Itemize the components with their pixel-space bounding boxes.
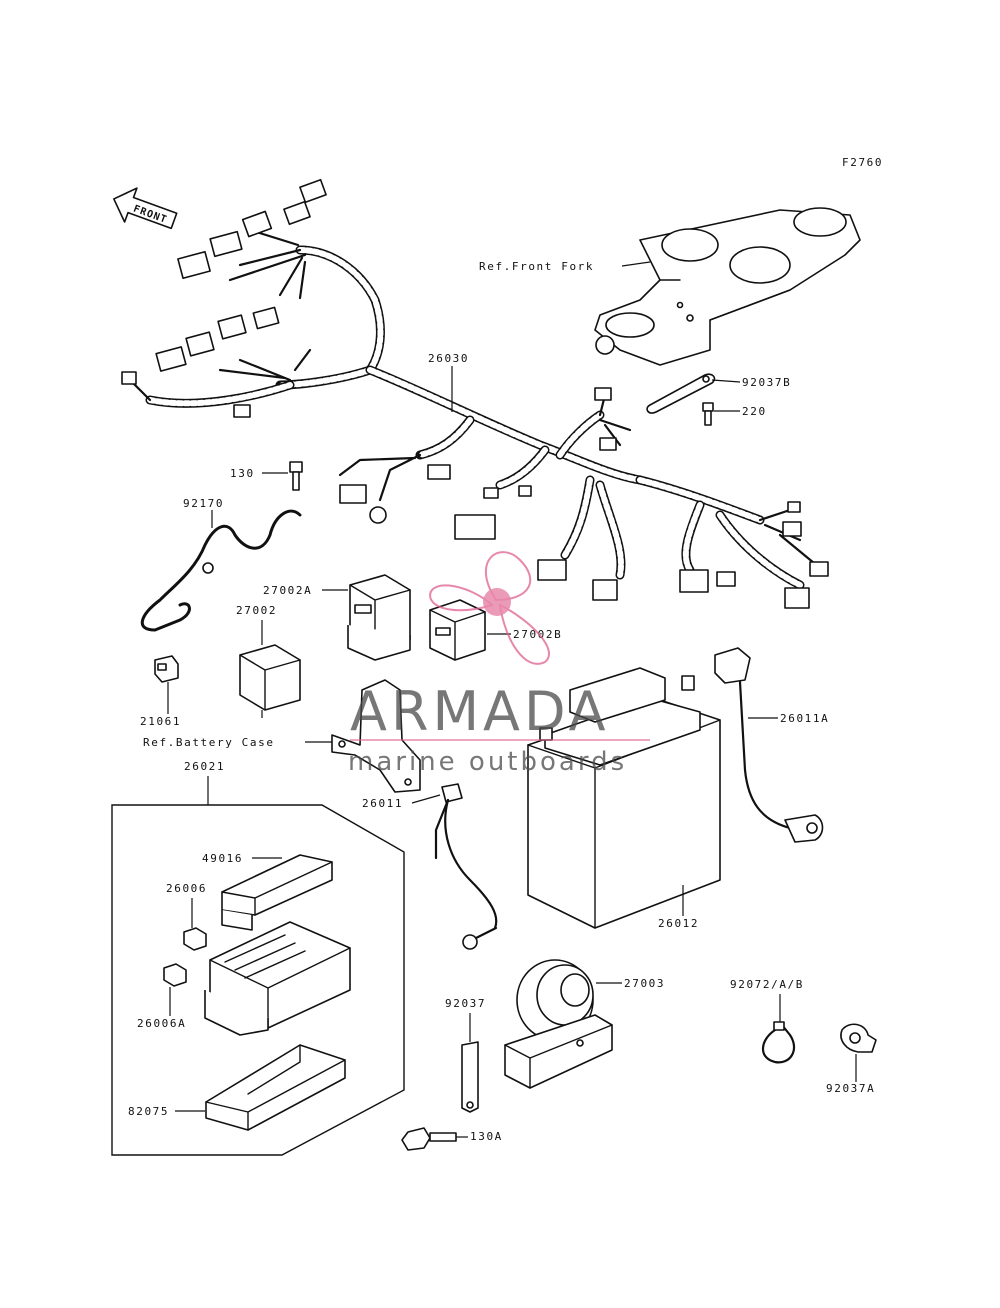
relay-27002	[239, 644, 301, 718]
cable-26011A	[714, 647, 824, 843]
diode-21061	[154, 655, 179, 683]
label-130A: 130A	[470, 1130, 503, 1143]
label-27003: 27003	[624, 977, 665, 990]
label-21061: 21061	[140, 715, 181, 728]
harness-connectors	[121, 178, 829, 609]
strap-92037	[461, 1041, 479, 1113]
watermark-logo: ARMADA marine outboards	[348, 551, 650, 777]
label-92170: 92170	[183, 497, 224, 510]
fuse-26006A	[163, 963, 187, 987]
label-26006A: 26006A	[137, 1017, 186, 1030]
propeller-logo-icon	[428, 551, 550, 665]
relay-27002B	[429, 599, 486, 661]
label-26006: 26006	[166, 882, 207, 895]
label-130: 130	[230, 467, 255, 480]
cable-26011	[434, 783, 498, 950]
relay-27002A	[347, 574, 411, 661]
screw-220	[702, 402, 714, 426]
bolt-130A	[401, 1127, 457, 1151]
fuse-box-group-26021	[111, 804, 405, 1156]
label-92037: 92037	[445, 997, 486, 1010]
label-26011A: 26011A	[780, 712, 829, 725]
band-92072	[761, 1021, 796, 1064]
label-92037B: 92037B	[742, 376, 791, 389]
label-49016: 49016	[202, 852, 243, 865]
label-92037A: 92037A	[826, 1082, 875, 1095]
fuse-cover-49016	[221, 854, 333, 931]
label-26012: 26012	[658, 917, 699, 930]
label-ref-front-fork: Ref.Front Fork	[479, 260, 594, 273]
battery-26012	[527, 667, 721, 929]
fuse-box-body	[204, 921, 351, 1036]
clip-92037A	[840, 1023, 877, 1053]
leader-26011	[411, 794, 441, 804]
watermark-tagline: marine outboards	[348, 747, 627, 777]
label-27002A: 27002A	[263, 584, 312, 597]
label-220: 220	[742, 405, 767, 418]
leader-ref-front-fork	[621, 261, 651, 267]
leader-92037B	[711, 379, 741, 383]
wire-harness-26030	[128, 228, 822, 590]
label-26011: 26011	[362, 797, 403, 810]
bolt-130	[289, 461, 303, 491]
battery-case-bracket	[331, 679, 421, 793]
front-arrow-icon: FRONT	[113, 187, 178, 230]
label-27002B: 27002B	[513, 628, 562, 641]
figure-code: F2760	[842, 156, 883, 169]
horn-27003	[504, 959, 613, 1089]
tray-82075	[205, 1044, 346, 1131]
front-fork-bracket	[594, 207, 861, 366]
watermark-brand: ARMADA	[350, 680, 610, 743]
label-26021: 26021	[184, 760, 225, 773]
label-ref-battery-case: Ref.Battery Case	[143, 736, 275, 749]
label-27002: 27002	[236, 604, 277, 617]
strap-92037B	[646, 373, 716, 414]
clamp-92170	[141, 509, 302, 632]
label-26030: 26030	[428, 352, 469, 365]
label-92072AB: 92072/A/B	[730, 978, 804, 991]
fuse-26006	[183, 927, 207, 951]
label-82075: 82075	[128, 1105, 169, 1118]
